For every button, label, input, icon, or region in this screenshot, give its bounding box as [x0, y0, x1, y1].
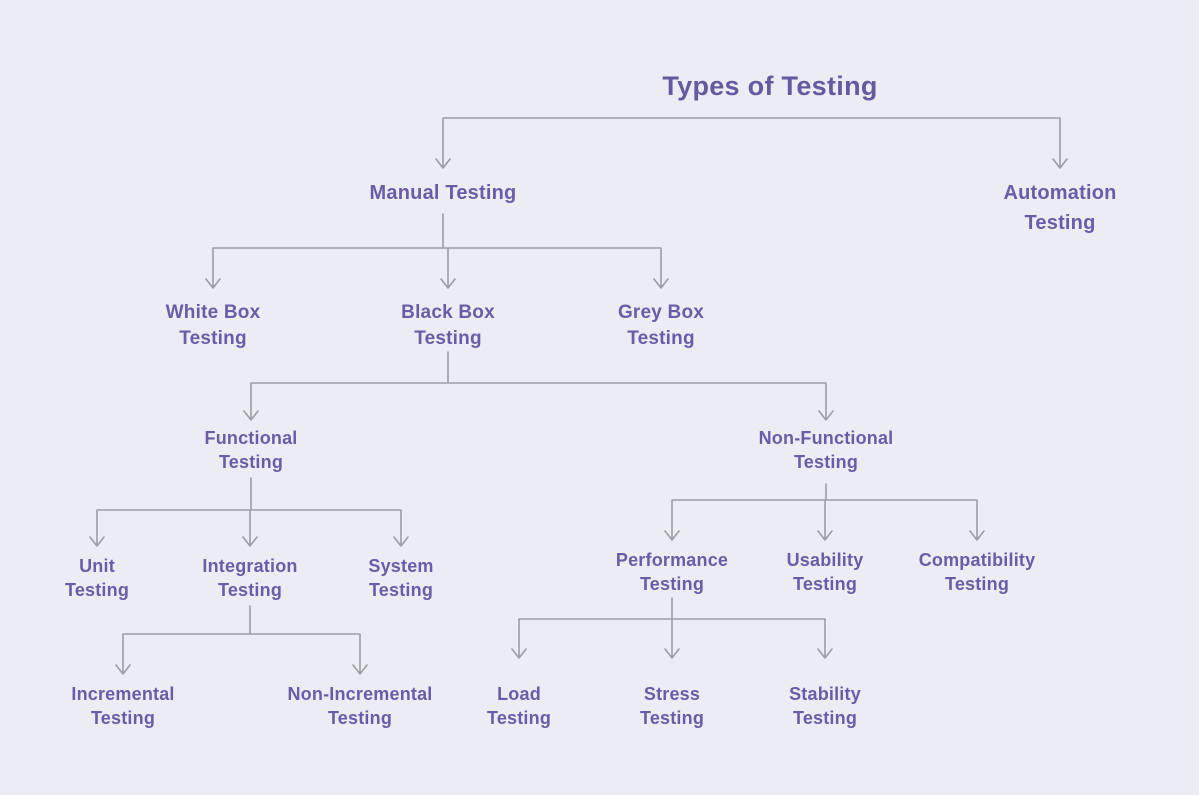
node-system: System Testing	[368, 556, 434, 600]
node-performance: Performance Testing	[615, 550, 729, 594]
node-automation: Automation Testing	[1003, 182, 1117, 234]
node-non-incremental: Non-Incremental Testing	[287, 684, 433, 728]
node-unit: Unit Testing	[64, 556, 130, 600]
node-non-functional: Non-Functional Testing	[758, 428, 894, 472]
node-grey-box: Grey Box Testing	[617, 302, 705, 349]
node-stress: Stress Testing	[639, 684, 705, 728]
node-title: Types of Testing	[662, 71, 878, 101]
node-compatibility: Compatibility Testing	[918, 550, 1036, 594]
node-load: Load Testing	[486, 684, 552, 728]
node-stability: Stability Testing	[789, 684, 861, 728]
node-integration: Integration Testing	[202, 556, 298, 600]
node-black-box: Black Box Testing	[401, 302, 495, 349]
node-functional: Functional Testing	[204, 428, 298, 472]
node-usability: Usability Testing	[786, 550, 864, 594]
node-incremental: Incremental Testing	[71, 684, 175, 728]
node-white-box: White Box Testing	[165, 302, 261, 349]
node-manual: Manual Testing	[369, 182, 517, 204]
